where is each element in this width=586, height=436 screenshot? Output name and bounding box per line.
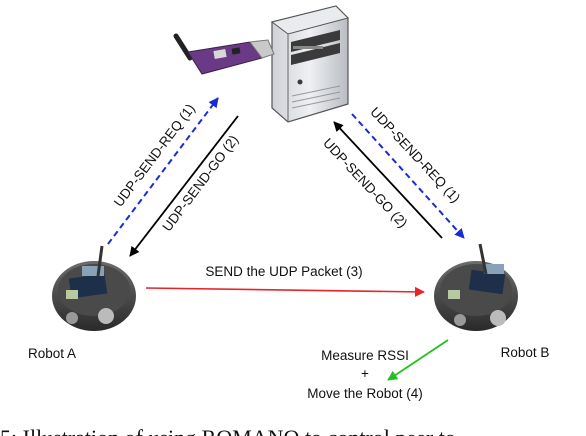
edge-b-send-go bbox=[333, 121, 443, 239]
label-rssi-line2: Move the Robot (4) bbox=[307, 386, 423, 401]
server-tower-icon bbox=[270, 5, 349, 123]
label-b-send-go: UDP-SEND-GO (2) bbox=[320, 135, 410, 230]
edge-b-send-req bbox=[351, 113, 465, 239]
edge-a-send-go bbox=[129, 115, 239, 257]
label-rssi-plus: + bbox=[361, 366, 369, 381]
edge-a-send-req bbox=[107, 97, 219, 245]
robot-b-icon bbox=[434, 243, 518, 331]
figure-caption: 5: Illustration of using ROMANO to contr… bbox=[0, 425, 456, 436]
label-a-send-go: UDP-SEND-GO (2) bbox=[159, 132, 241, 234]
edge-rssi bbox=[387, 339, 449, 381]
label-robot-a: Robot A bbox=[28, 346, 76, 361]
robot-a-icon bbox=[52, 245, 136, 331]
label-robot-b: Robot B bbox=[501, 345, 550, 360]
label-udp-packet: SEND the UDP Packet (3) bbox=[205, 264, 362, 279]
label-rssi-line1: Measure RSSI bbox=[321, 348, 409, 363]
edge-udp-packet bbox=[145, 286, 425, 297]
usb-dongle-icon bbox=[173, 33, 275, 75]
